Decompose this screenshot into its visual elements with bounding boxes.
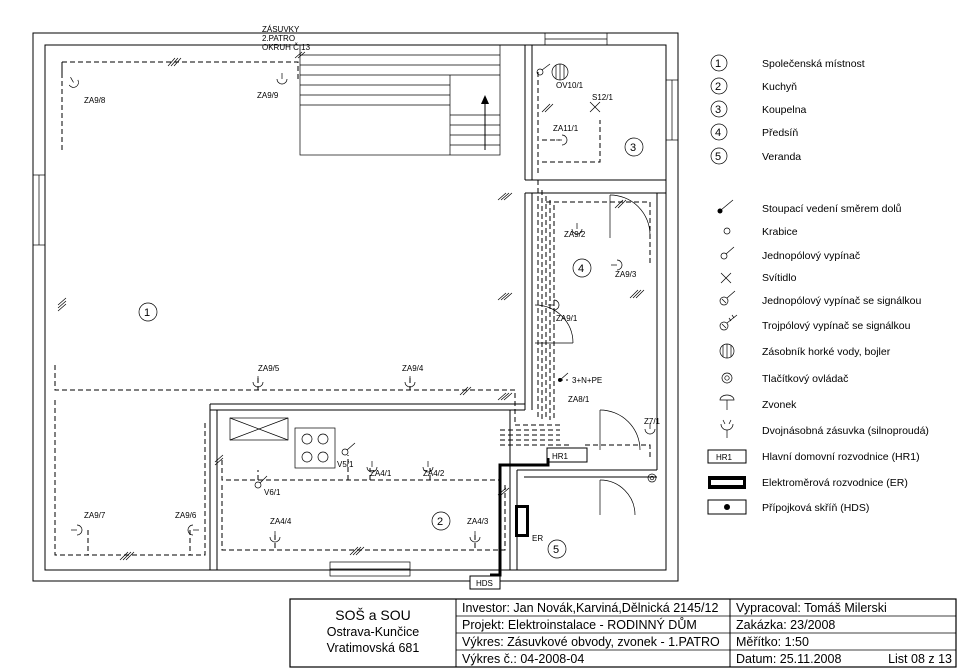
legend-item-switch-signal: Jednopólový vypínač se signálkou bbox=[762, 295, 922, 307]
label-za9-8: ZA9/8 bbox=[84, 96, 106, 105]
sheet-field: List 08 z 13 bbox=[888, 652, 952, 666]
label-z7-1: Z7/1 bbox=[644, 417, 661, 426]
svg-text:1: 1 bbox=[715, 58, 721, 70]
staircase bbox=[299, 44, 501, 156]
school-name: SOŠ a SOU bbox=[335, 607, 410, 623]
label-v5-1: V5/1 bbox=[337, 460, 354, 469]
kitchen-appliances bbox=[229, 417, 336, 469]
room-numbers: 1 2 3 4 5 bbox=[138, 137, 644, 559]
label-s12-1: S12/1 bbox=[592, 93, 613, 102]
legend-item-light: Svítidlo bbox=[762, 272, 797, 284]
svg-text:3: 3 bbox=[715, 104, 721, 116]
label-3npe: 3+N+PE bbox=[572, 376, 602, 385]
double-socket-icon bbox=[720, 423, 734, 431]
plan-labels: ZÁSUVKY 2.PATRO OKRUH Č.13 ZA9/8 ZA9/9 O… bbox=[84, 25, 661, 543]
investor-field: Investor: Jan Novák,Karviná,Dělnická 214… bbox=[462, 601, 718, 615]
room-legend: 1 Společenská místnost 2 Kuchyň 3 Koupel… bbox=[710, 54, 865, 165]
svg-text:2: 2 bbox=[715, 81, 721, 93]
room-number-4: 4 bbox=[578, 263, 584, 275]
hds-label: HDS bbox=[476, 579, 493, 588]
main-power-feed: HR1 HDS bbox=[469, 447, 588, 590]
room-number-5: 5 bbox=[553, 544, 559, 556]
scale-field: Měřítko: 1:50 bbox=[736, 635, 809, 649]
legend-item-switch: Jednopólový vypínač bbox=[762, 250, 860, 262]
wire-tick-marks bbox=[57, 51, 645, 561]
legend-item-service-box: Přípojková skříň (HDS) bbox=[762, 502, 869, 514]
room-name-2: Kuchyň bbox=[762, 81, 797, 93]
legend-item-push-button: Tlačítkový ovládač bbox=[762, 373, 848, 385]
legend-item-boiler: Zásobník horké vody, bojler bbox=[762, 346, 891, 358]
room-name-5: Veranda bbox=[762, 151, 801, 163]
legend-item-box: Krabice bbox=[762, 226, 798, 238]
wiring bbox=[54, 61, 651, 556]
label-ov10-1: OV10/1 bbox=[556, 81, 584, 90]
stair-note-line-1: ZÁSUVKY bbox=[262, 25, 300, 34]
hr1-distribution-box bbox=[546, 447, 588, 463]
svg-text:5: 5 bbox=[715, 151, 721, 163]
school-city: Ostrava-Kunčice bbox=[327, 625, 419, 639]
label-za4-2: ZA4/2 bbox=[423, 469, 445, 478]
building-walls bbox=[32, 32, 679, 582]
drawing-number-field: Výkres č.: 04-2008-04 bbox=[462, 652, 584, 666]
room-number-3: 3 bbox=[630, 142, 636, 154]
label-za9-3: ZA9/3 bbox=[615, 270, 637, 279]
room-number-2: 2 bbox=[437, 516, 443, 528]
label-er: ER bbox=[532, 534, 543, 543]
doors bbox=[534, 194, 651, 516]
svg-text:4: 4 bbox=[715, 127, 721, 139]
symbol-legend: Stoupací vedení směrem dolů Krabice Jedn… bbox=[707, 199, 929, 515]
switch-icon bbox=[720, 252, 728, 260]
author-field: Vypracoval: Tomáš Milerski bbox=[736, 601, 887, 615]
bell-icon bbox=[719, 394, 735, 401]
school-address: Vratimovská 681 bbox=[327, 641, 420, 655]
label-za4-3: ZA4/3 bbox=[467, 517, 489, 526]
service-box-icon bbox=[707, 499, 747, 515]
hr1-label: HR1 bbox=[552, 452, 569, 461]
legend-item-socket: Dvojnásobná zásuvka (silnoproudá) bbox=[762, 425, 929, 437]
room-name-3: Koupelna bbox=[762, 104, 807, 116]
drawing-field: Výkres: Zásuvkové obvody, zvonek - 1.PAT… bbox=[462, 635, 720, 649]
three-pole-switch-icon bbox=[719, 321, 729, 331]
switch-signal-icon bbox=[719, 296, 729, 306]
plan-symbols bbox=[65, 63, 657, 543]
label-za11-1: ZA11/1 bbox=[553, 124, 579, 133]
legend-item-meter-board: Elektroměrová rozvodnice (ER) bbox=[762, 477, 908, 489]
label-za9-9: ZA9/9 bbox=[257, 91, 279, 100]
project-field: Projekt: Elektroinstalace - RODINNÝ DŮM bbox=[462, 617, 697, 632]
legend-item-bell: Zvonek bbox=[762, 399, 797, 411]
legend-item-three-pole-switch: Trojpólový vypínač se signálkou bbox=[762, 320, 911, 332]
label-za4-4: ZA4/4 bbox=[270, 517, 292, 526]
date-field: Datum: 25.11.2008 bbox=[736, 652, 841, 666]
legend-hr1-label: HR1 bbox=[716, 453, 733, 462]
room-number-1: 1 bbox=[144, 307, 150, 319]
hds-box bbox=[469, 575, 501, 590]
push-button-icon bbox=[721, 372, 733, 384]
label-za9-2: ZA9/2 bbox=[564, 230, 586, 239]
stair-note-line-2: 2.PATRO bbox=[262, 34, 295, 43]
legend-item-riser: Stoupací vedení směrem dolů bbox=[762, 203, 902, 215]
windows bbox=[32, 32, 679, 577]
label-za9-6: ZA9/6 bbox=[175, 511, 197, 520]
room-name-1: Společenská místnost bbox=[762, 58, 865, 70]
label-za4-1: ZA4/1 bbox=[370, 469, 392, 478]
legend-item-main-board: Hlavní domovní rozvodnice (HR1) bbox=[762, 451, 920, 463]
label-za9-1: ZA9/1 bbox=[556, 314, 578, 323]
main-board-icon bbox=[707, 449, 747, 464]
label-za8-1: ZA8/1 bbox=[568, 395, 590, 404]
label-za9-7: ZA9/7 bbox=[84, 511, 106, 520]
label-za9-5: ZA9/5 bbox=[258, 364, 280, 373]
room-name-4: Předsíň bbox=[762, 127, 798, 139]
junction-box-icon bbox=[723, 227, 731, 235]
order-field: Zakázka: 23/2008 bbox=[736, 618, 835, 632]
stair-note-line-3: OKRUH Č.13 bbox=[262, 43, 311, 52]
title-block: SOŠ a SOU Ostrava-Kunčice Vratimovská 68… bbox=[289, 598, 957, 668]
label-za9-4: ZA9/4 bbox=[402, 364, 424, 373]
label-v6-1: V6/1 bbox=[264, 488, 281, 497]
